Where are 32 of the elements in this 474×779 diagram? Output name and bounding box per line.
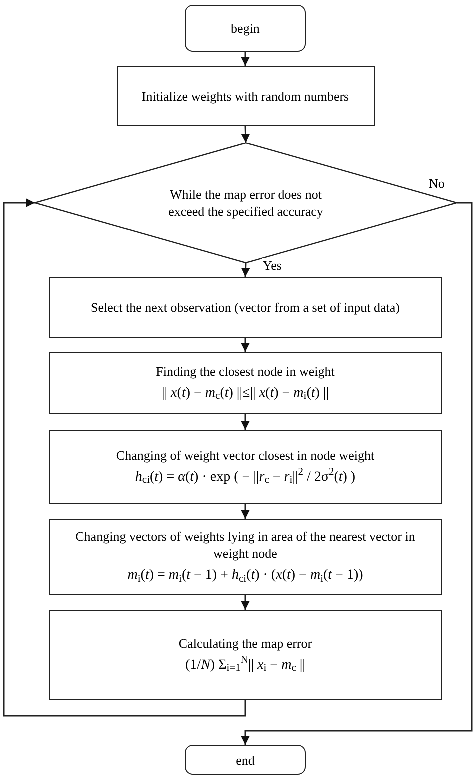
formula-text: m$_{i}$(t) = m$_{i}$(t − 1) + h$_{ci}$(t) · (x(t) − m$_{i}$(t − 1)) [128, 567, 364, 586]
process-box [49, 430, 442, 504]
arrow [241, 202, 473, 745]
arrow [241, 126, 250, 144]
arrow [241, 52, 250, 66]
arrow [241, 414, 250, 430]
step-text: Calculating the map error [178, 634, 312, 652]
process-box [49, 610, 442, 700]
terminal-box [185, 5, 306, 52]
arrow [241, 504, 250, 519]
formula-text: (1/N) Σ$_{i=1}$$^{N}$|| x$_{i}$ − m$_{c}$ || [186, 656, 306, 676]
formula-text: h$_{ci}$(t) = α(t) · exp ( − ||r$_{c}$ − r$_{i}$||$^{2}$ / 2σ$^{2}$(t) ) [135, 468, 356, 488]
step-text: Select the next observation (vector from a set of input data) [90, 299, 400, 316]
step-text: While the map error does not exceed the specified accuracy [168, 186, 324, 220]
edge-label: Yes [262, 258, 283, 273]
step-text: end [236, 752, 255, 768]
terminal-box [185, 745, 306, 775]
process-box [49, 277, 442, 338]
arrow [3, 198, 246, 717]
arrow [241, 338, 250, 352]
process-box [116, 66, 374, 126]
step-text: begin [231, 20, 260, 37]
process-box [49, 519, 442, 595]
arrow [241, 262, 250, 278]
arrow [241, 595, 250, 610]
step-text: Finding the closest node in weight [156, 362, 335, 380]
formula-text: || x(t) − m$_{c}$(t) ||≤|| x(t) − m$_{i}$(t) || [162, 384, 330, 404]
process-box [49, 352, 442, 414]
step-text: Changing vectors of weights lying in area of the nearest vector in weight node [74, 528, 416, 562]
step-text: Initialize weights with random numbers [142, 88, 350, 104]
step-text: Changing of weight vector closest in node weight [116, 446, 375, 464]
decision-diamond [35, 143, 457, 263]
